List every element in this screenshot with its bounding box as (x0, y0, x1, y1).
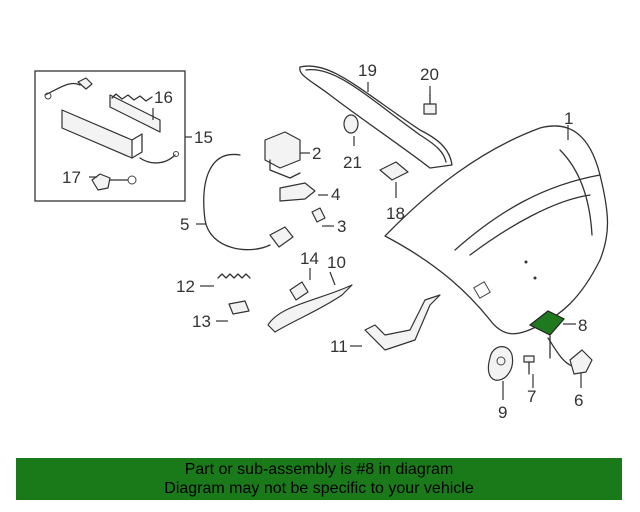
callout-18: 18 (386, 204, 405, 223)
callout-16: 16 (154, 88, 173, 107)
callout-14: 14 (300, 249, 319, 268)
callout-20: 20 (420, 65, 439, 84)
callout-6: 6 (574, 391, 583, 410)
callout-4: 4 (331, 185, 340, 204)
exploded-parts-diagram: 1 2 3 4 5 6 7 8 9 10 11 12 13 14 15 16 1… (34, 61, 609, 422)
callout-1: 1 (564, 109, 573, 128)
callout-10: 10 (327, 253, 346, 272)
latch-cable-assembly (196, 131, 334, 251)
callout-2: 2 (312, 144, 321, 163)
inset-box (34, 70, 192, 202)
callout-9: 9 (498, 403, 507, 422)
info-banner: Part or sub-assembly is #8 in diagram Di… (16, 458, 622, 500)
callout-8: 8 (578, 316, 587, 335)
callout-labels: 1 2 3 4 5 6 7 8 9 10 11 12 13 14 15 16 1… (62, 61, 587, 422)
callout-19: 19 (358, 61, 377, 80)
callout-15: 15 (194, 128, 213, 147)
part-8-highlighted (528, 310, 576, 367)
banner-line-disclaimer: Diagram may not be specific to your vehi… (164, 480, 474, 497)
weatherstrip-and-clips (299, 65, 453, 198)
callout-13: 13 (192, 312, 211, 331)
lower-right-parts (487, 346, 593, 400)
callout-17: 17 (62, 168, 81, 187)
callout-11: 11 (330, 337, 348, 356)
callout-5: 5 (180, 215, 189, 234)
banner-line-part: Part or sub-assembly is #8 in diagram (184, 461, 454, 478)
callout-12: 12 (176, 277, 195, 296)
callout-7: 7 (527, 387, 536, 406)
callout-3: 3 (337, 217, 346, 236)
lower-brackets (200, 268, 441, 351)
callout-21: 21 (343, 153, 362, 172)
trunk-lid (384, 125, 609, 335)
